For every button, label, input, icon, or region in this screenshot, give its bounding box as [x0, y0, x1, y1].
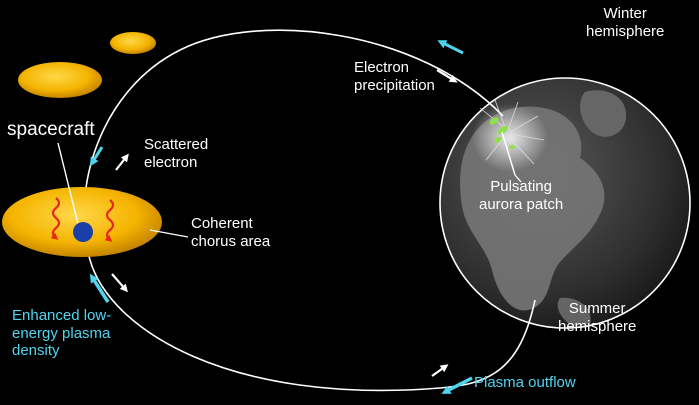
winter-hemisphere-label-line1: Winter — [603, 5, 647, 22]
enhanced-plasma-label: Enhanced low- energy plasma density — [12, 307, 111, 360]
enhanced-plasma-label-line2: energy plasma — [12, 324, 111, 342]
pulsating-aurora-label: Pulsating aurora patch — [479, 178, 563, 213]
winter-hemisphere-label-line2: hemisphere — [586, 22, 665, 40]
chorus-area-label: Coherent chorus area — [191, 215, 270, 250]
enhanced-plasma-label-line1: Enhanced low- — [12, 307, 112, 324]
chorus-wave-right — [104, 199, 115, 242]
summer-hemisphere-label-line2: hemisphere — [558, 317, 637, 335]
winter-hemisphere-label: Winter hemisphere — [586, 5, 664, 40]
chorus-pointer-line — [149, 229, 189, 238]
summer-hemisphere-label-line1: Summer — [568, 300, 626, 317]
scattered-electron-label-line2: electron — [144, 153, 198, 171]
electron-precipitation-label-line1: Electron — [354, 59, 410, 76]
plasma-disc-small — [110, 32, 156, 54]
plasma-outflow-label: Plasma outflow — [474, 374, 576, 391]
continent-greenland — [580, 90, 627, 137]
plasma-disc-medium — [18, 62, 102, 98]
spacecraft-pointer-line — [57, 142, 81, 233]
cyan-arrow-outflow — [441, 376, 473, 394]
cyan-arrow-lower-left — [89, 273, 110, 303]
pulsating-aurora-label-line2: aurora patch — [479, 195, 564, 213]
enhanced-plasma-label-line3: density — [12, 342, 60, 360]
summer-hemisphere-label: Summer hemisphere — [558, 300, 636, 335]
spacecraft-marker — [73, 222, 93, 242]
cyan-arrow-top — [437, 40, 464, 55]
chorus-area-label-line2: chorus area — [191, 232, 271, 250]
scattered-electron-label: Scattered electron — [144, 136, 208, 171]
pulsating-aurora-label-line1: Pulsating — [490, 178, 552, 195]
chorus-area-label-line1: Coherent — [191, 215, 253, 232]
cyan-arrow-mid-left — [89, 146, 104, 167]
continent-south-america — [557, 297, 591, 326]
electron-precipitation-label-line2: precipitation — [354, 76, 435, 94]
electron-precipitation-label: Electron precipitation — [354, 59, 435, 94]
scattered-electron-label-line1: Scattered — [144, 136, 209, 153]
outflow-white-arrow — [431, 364, 449, 377]
lower-electron-arrow — [111, 273, 128, 293]
chorus-area-disc — [2, 187, 162, 257]
earth-globe — [439, 77, 691, 329]
scattered-electron-arrow — [115, 153, 129, 171]
chorus-wave-left — [50, 197, 61, 240]
spacecraft-label: spacecraft — [7, 119, 95, 140]
aurora-pointer-line — [514, 174, 522, 183]
aurora-patch — [472, 99, 548, 176]
precipitation-arrow — [436, 69, 458, 83]
